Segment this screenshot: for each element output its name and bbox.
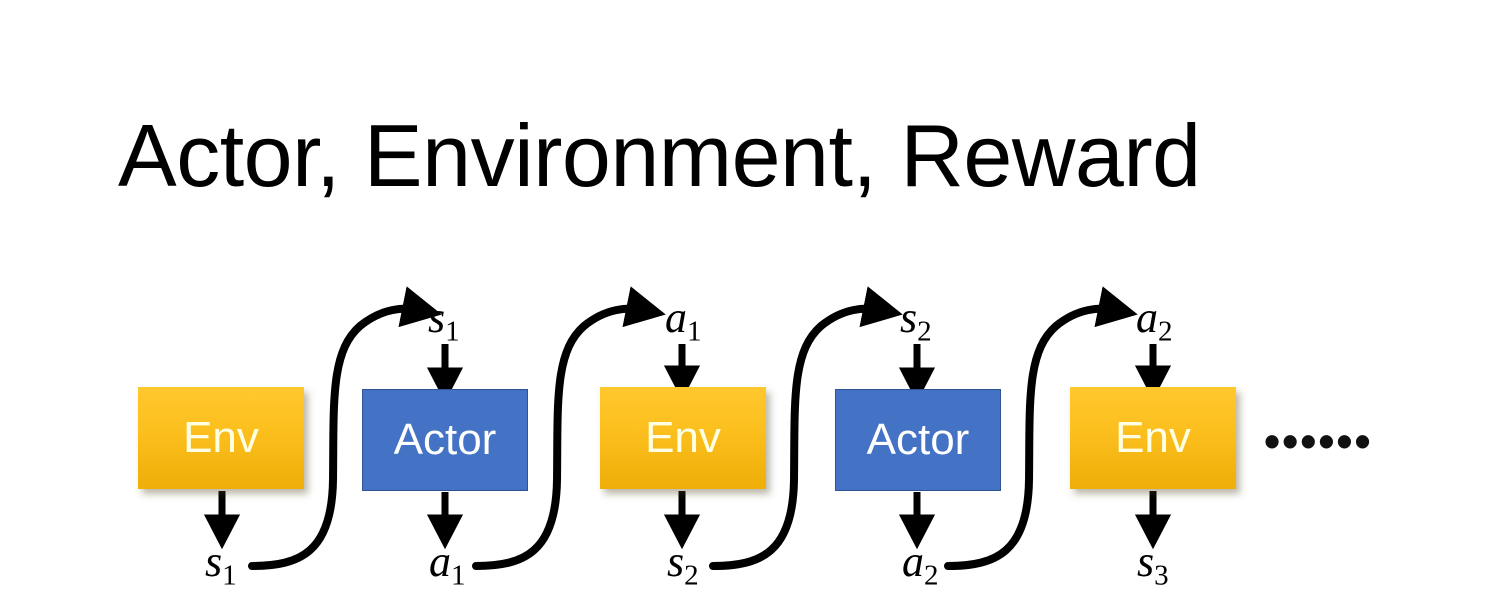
label-base: a <box>902 537 924 586</box>
continuation-ellipsis: •••••• <box>1264 415 1373 467</box>
label-base: a <box>429 537 451 586</box>
label-bottom-s3: s3 <box>1137 540 1169 591</box>
label-base: a <box>665 293 687 342</box>
label-sub: 1 <box>222 559 237 592</box>
label-sub: 3 <box>1154 559 1169 592</box>
node-actor-1[interactable]: Actor <box>362 389 528 491</box>
node-actor-2[interactable]: Actor <box>835 389 1001 491</box>
label-sub: 2 <box>684 559 699 592</box>
node-env-1[interactable]: Env <box>138 387 304 489</box>
label-sub: 1 <box>445 315 460 348</box>
arrows-out-of-nodes <box>203 491 1172 550</box>
node-label: Env <box>1115 413 1191 462</box>
label-top-s1: s1 <box>428 296 460 347</box>
feedback-curves <box>248 286 1138 570</box>
curve-s2-feedback <box>709 286 903 570</box>
label-sub: 1 <box>687 315 702 348</box>
arrows-into-nodes <box>426 344 1172 403</box>
label-bottom-s1: s1 <box>205 540 237 591</box>
label-base: s <box>1137 537 1155 586</box>
label-bottom-a1: a1 <box>429 540 466 591</box>
label-top-s2: s2 <box>900 296 932 347</box>
curve-a1-feedback <box>472 286 666 570</box>
label-base: s <box>428 293 446 342</box>
label-sub: 2 <box>917 315 932 348</box>
label-bottom-s2: s2 <box>667 540 699 591</box>
node-label: Env <box>645 413 721 462</box>
label-base: s <box>205 537 223 586</box>
label-sub: 2 <box>1158 315 1173 348</box>
label-base: a <box>1136 293 1158 342</box>
node-label: Env <box>183 413 259 462</box>
label-sub: 1 <box>451 559 466 592</box>
label-base: s <box>900 293 918 342</box>
node-label: Actor <box>866 415 970 464</box>
label-top-a2: a2 <box>1136 296 1173 347</box>
label-bottom-a2: a2 <box>902 540 939 591</box>
label-top-a1: a1 <box>665 296 702 347</box>
label-sub: 2 <box>924 559 939 592</box>
label-base: s <box>667 537 685 586</box>
curve-s1-feedback <box>248 286 442 570</box>
curve-a2-feedback <box>944 286 1138 570</box>
page-title: Actor, Environment, Reward <box>118 106 1201 205</box>
node-label: Actor <box>393 415 497 464</box>
node-env-3[interactable]: Env <box>1070 387 1236 489</box>
node-env-2[interactable]: Env <box>600 387 766 489</box>
